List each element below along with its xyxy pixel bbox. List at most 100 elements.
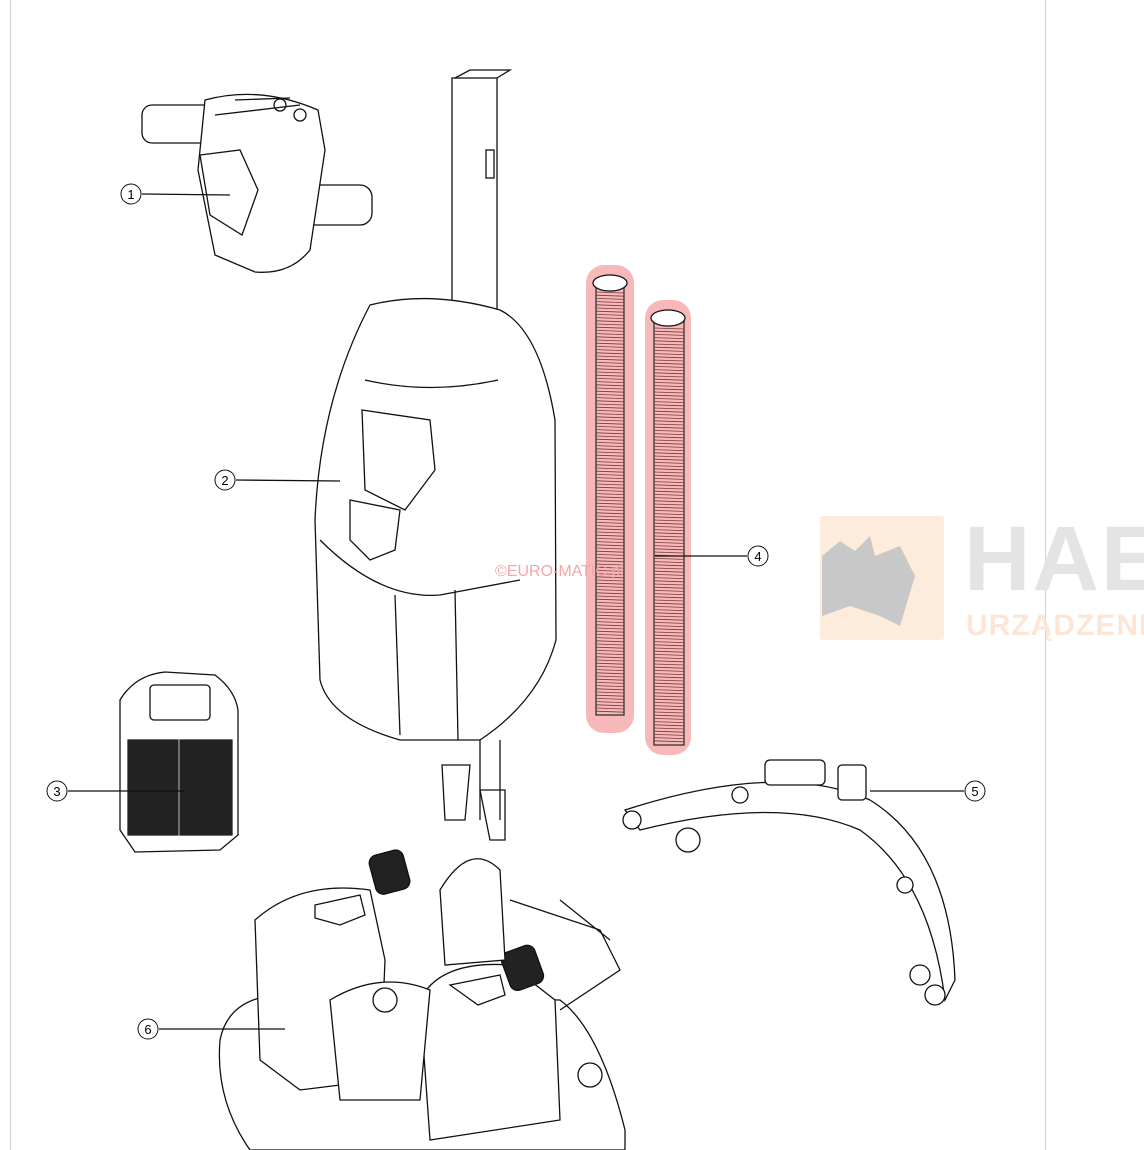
hose-rib xyxy=(653,679,685,682)
hose-rib xyxy=(653,644,685,647)
hose-rib xyxy=(595,336,625,339)
hose-rib xyxy=(653,398,685,400)
callout-2[interactable]: 2 xyxy=(214,469,341,491)
hose-rib xyxy=(595,499,625,502)
hose-rib xyxy=(653,721,685,723)
hose-rib xyxy=(653,513,685,515)
hose-rib xyxy=(595,630,625,633)
hose-rib xyxy=(595,621,625,623)
hose-rib xyxy=(653,631,685,634)
hose-rib xyxy=(595,490,625,492)
hose-rib xyxy=(595,682,625,684)
brand-logo: HAE URZĄDZENI xyxy=(818,515,1144,641)
hose-rib xyxy=(595,294,625,297)
hose-rib xyxy=(595,573,625,575)
callout-number: 2 xyxy=(221,473,228,488)
hose-rib xyxy=(653,686,685,688)
hose-rib xyxy=(653,327,685,330)
hose-rib xyxy=(653,401,685,403)
callout-5[interactable]: 5 xyxy=(870,780,986,802)
hose-rib xyxy=(595,410,625,412)
hose-rib xyxy=(653,548,685,551)
hose-rib xyxy=(653,564,685,567)
hose-rib xyxy=(595,291,625,294)
hose-rib xyxy=(595,435,625,438)
hose-rib xyxy=(595,474,625,476)
callout-4[interactable]: 4 xyxy=(655,545,769,567)
hose-rib xyxy=(653,558,685,560)
hose-rib xyxy=(595,592,625,595)
hose-rib xyxy=(595,544,625,547)
hose-rib xyxy=(595,390,625,393)
hose-rib xyxy=(653,724,685,727)
hose-rib xyxy=(653,372,685,375)
hose-rib xyxy=(653,522,685,525)
hose-rib xyxy=(595,528,625,531)
hose-rib xyxy=(653,561,685,563)
hose-rib xyxy=(595,640,625,643)
hose-rib xyxy=(595,422,625,425)
part-base[interactable] xyxy=(218,848,626,1150)
callout-3[interactable]: 3 xyxy=(46,780,185,802)
hose-rib xyxy=(595,634,625,636)
hose-rib xyxy=(595,470,625,473)
hose-rib xyxy=(653,500,685,503)
hose-rib xyxy=(595,586,625,588)
hose-rib xyxy=(653,535,685,538)
part-handle[interactable] xyxy=(141,93,373,273)
hose-rib xyxy=(653,481,685,483)
hose-rib xyxy=(653,647,685,650)
hose-rib xyxy=(653,740,685,743)
callout-1[interactable]: 1 xyxy=(120,183,231,205)
part-battery[interactable] xyxy=(119,671,239,853)
hose-rib xyxy=(653,455,685,458)
hose-rib xyxy=(595,307,625,310)
hose-rib xyxy=(653,343,685,346)
hose-rib xyxy=(595,445,625,447)
hose-rib xyxy=(595,678,625,681)
hose-rib xyxy=(595,534,625,537)
hose-rib xyxy=(595,570,625,572)
hose-rib xyxy=(653,670,685,672)
hose-rib xyxy=(595,486,625,489)
hose-rib xyxy=(653,362,685,365)
hose-rib xyxy=(653,599,685,602)
hose-rib xyxy=(595,595,625,598)
part-squeegee-bracket[interactable] xyxy=(622,759,956,1006)
hose-rib xyxy=(595,554,625,556)
hose-rib xyxy=(653,702,685,704)
hose-rib xyxy=(595,672,625,675)
callout-6[interactable]: 6 xyxy=(137,1018,285,1040)
hose-rib xyxy=(653,356,685,359)
hose-rib xyxy=(653,657,685,659)
hose-rib xyxy=(653,439,685,442)
hose-rib xyxy=(595,701,625,703)
hose-rib xyxy=(595,550,625,553)
hose-rib xyxy=(653,452,685,455)
hose-rib xyxy=(653,660,685,663)
hose-rib xyxy=(653,474,685,477)
hose-rib xyxy=(595,707,625,710)
hose-rib xyxy=(653,602,685,605)
hose-rib xyxy=(653,394,685,397)
hose-rib xyxy=(653,519,685,522)
hose-rib xyxy=(653,641,685,643)
hose-rib xyxy=(653,545,685,547)
hose-rib xyxy=(595,314,625,316)
hose-rib xyxy=(653,516,685,519)
hose-rib xyxy=(595,704,625,707)
hose-rib xyxy=(595,342,625,345)
hose-rib xyxy=(653,378,685,381)
right-border xyxy=(1045,0,1046,1150)
hose-rib xyxy=(653,337,685,339)
logo-title: HAE xyxy=(964,515,1144,610)
hose-rib xyxy=(653,551,685,554)
hose-rib xyxy=(595,493,625,495)
part-tank-body[interactable] xyxy=(314,69,557,841)
hose-rib xyxy=(653,734,685,736)
hose-rib xyxy=(653,468,685,471)
callout-number: 5 xyxy=(971,784,978,799)
part-hoses[interactable] xyxy=(586,265,691,755)
hose-rib xyxy=(595,384,625,387)
hose-rib xyxy=(595,662,625,665)
